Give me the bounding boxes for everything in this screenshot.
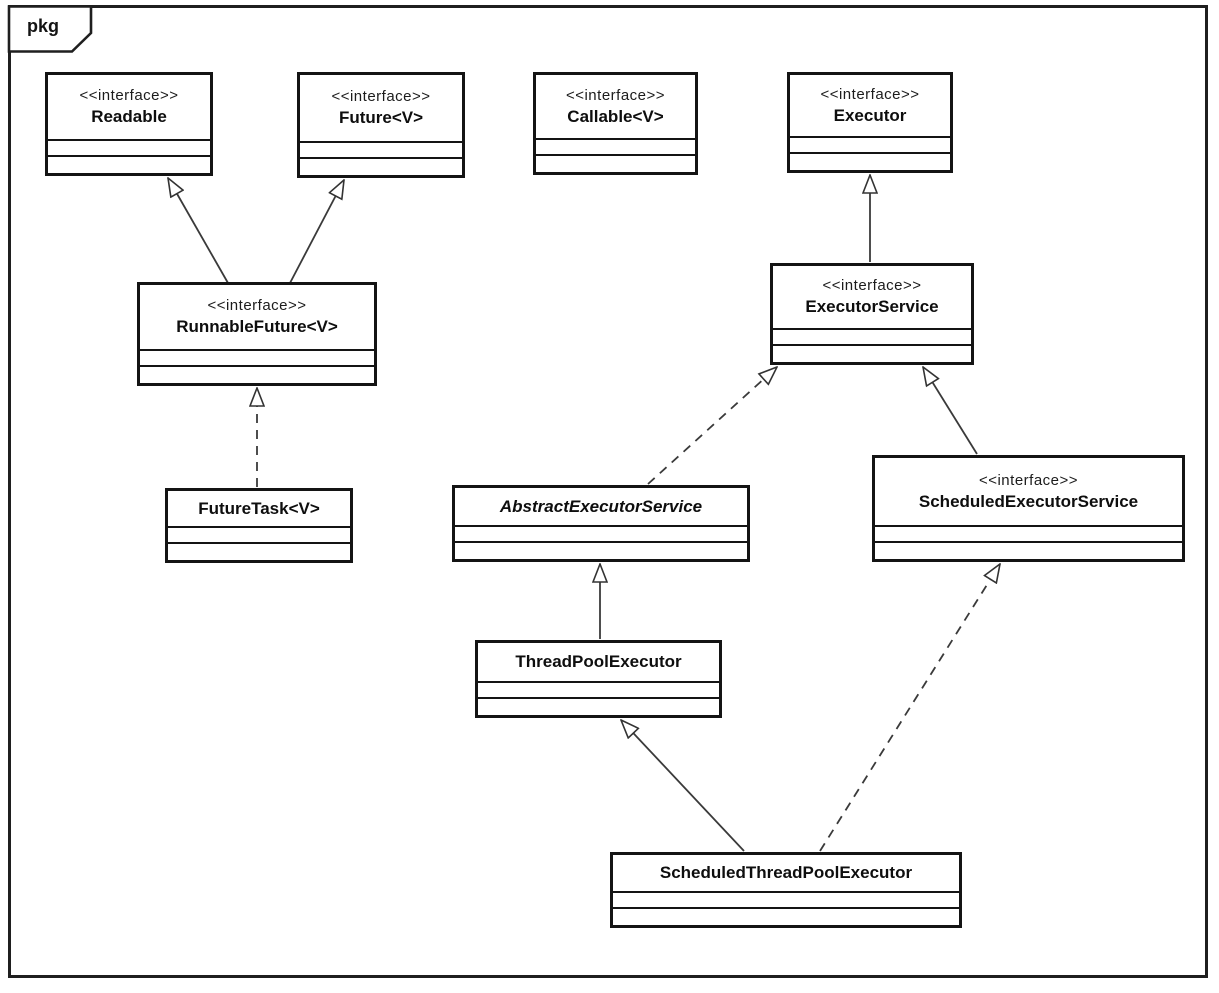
- name-compartment: <<interface>> Executor: [790, 75, 950, 136]
- operations-compartment: [455, 541, 747, 559]
- class-name: Future<V>: [338, 108, 424, 127]
- stereotype-label: <<interface>>: [822, 277, 922, 294]
- class-box-abstractexecutorservice: AbstractExecutorService: [452, 485, 750, 562]
- name-compartment: <<interface>> RunnableFuture<V>: [140, 285, 374, 349]
- class-name: Executor: [833, 105, 907, 125]
- edge-scheduledthreadpoolexecutor-extends-threadpoolexecutor: [621, 720, 745, 852]
- package-tab: [7, 5, 93, 53]
- edge-runnablefuture-extends-future: [289, 180, 344, 284]
- stereotype-label: <<interface>>: [79, 87, 179, 104]
- class-box-future: <<interface>> Future<V>: [297, 72, 465, 178]
- edge-scheduledthreadpoolexecutor-implements-scheduledexecutorservice: [819, 564, 1000, 852]
- class-name: AbstractExecutorService: [499, 496, 703, 516]
- class-box-executor: <<interface>> Executor: [787, 72, 953, 173]
- class-name: Callable<V>: [567, 106, 664, 126]
- operations-compartment: [300, 157, 462, 175]
- class-box-executorservice: <<interface>> ExecutorService: [770, 263, 974, 365]
- name-compartment: <<interface>> Future<V>: [300, 75, 462, 141]
- class-name: RunnableFuture<V>: [176, 317, 338, 336]
- name-compartment: AbstractExecutorService: [455, 488, 747, 525]
- attributes-compartment: [455, 525, 747, 541]
- class-box-callable: <<interface>> Callable<V>: [533, 72, 698, 175]
- class-name: ExecutorService: [805, 297, 939, 316]
- class-name: ScheduledThreadPoolExecutor: [659, 863, 913, 882]
- class-box-scheduledthreadpoolexecutor: ScheduledThreadPoolExecutor: [610, 852, 962, 928]
- class-box-readable: <<interface>> Readable: [45, 72, 213, 176]
- attributes-compartment: [536, 138, 695, 154]
- package-label: pkg: [27, 16, 60, 36]
- class-box-threadpoolexecutor: ThreadPoolExecutor: [475, 640, 722, 718]
- attributes-compartment: [140, 349, 374, 365]
- operations-compartment: [875, 541, 1182, 559]
- name-compartment: <<interface>> ExecutorService: [773, 266, 971, 328]
- edge-scheduledexecutorservice-extends-executorservice: [923, 367, 978, 455]
- operations-compartment: [140, 365, 374, 383]
- name-compartment: <<interface>> Readable: [48, 75, 210, 139]
- operations-compartment: [48, 155, 210, 173]
- attributes-compartment: [773, 328, 971, 344]
- class-box-futuretask: FutureTask<V>: [165, 488, 353, 563]
- attributes-compartment: [300, 141, 462, 157]
- stereotype-label: <<interface>>: [207, 297, 307, 314]
- class-box-scheduledexecutorservice: <<interface>> ScheduledExecutorService: [872, 455, 1185, 562]
- stereotype-label: <<interface>>: [978, 471, 1079, 489]
- class-box-runnablefuture: <<interface>> RunnableFuture<V>: [137, 282, 377, 386]
- class-name: ThreadPoolExecutor: [515, 652, 682, 671]
- name-compartment: <<interface>> ScheduledExecutorService: [875, 458, 1182, 525]
- attributes-compartment: [48, 139, 210, 155]
- attributes-compartment: [478, 681, 719, 697]
- operations-compartment: [168, 542, 350, 560]
- edge-runnablefuture-extends-readable: [168, 178, 229, 284]
- attributes-compartment: [790, 136, 950, 152]
- operations-compartment: [613, 907, 959, 925]
- stereotype-label: <<interface>>: [565, 86, 666, 104]
- class-name: FutureTask<V>: [198, 498, 320, 518]
- operations-compartment: [790, 152, 950, 170]
- operations-compartment: [773, 344, 971, 362]
- stereotype-label: <<interface>>: [820, 85, 920, 103]
- operations-compartment: [478, 697, 719, 715]
- name-compartment: FutureTask<V>: [168, 491, 350, 526]
- attributes-compartment: [613, 891, 959, 907]
- operations-compartment: [536, 154, 695, 172]
- edge-abstractexecutorservice-implements-executorservice: [647, 367, 777, 485]
- attributes-compartment: [168, 526, 350, 542]
- attributes-compartment: [875, 525, 1182, 541]
- name-compartment: ScheduledThreadPoolExecutor: [613, 855, 959, 891]
- stereotype-label: <<interface>>: [331, 88, 431, 105]
- class-name: ScheduledExecutorService: [918, 491, 1139, 511]
- name-compartment: <<interface>> Callable<V>: [536, 75, 695, 138]
- class-name: Readable: [91, 107, 167, 126]
- name-compartment: ThreadPoolExecutor: [478, 643, 719, 681]
